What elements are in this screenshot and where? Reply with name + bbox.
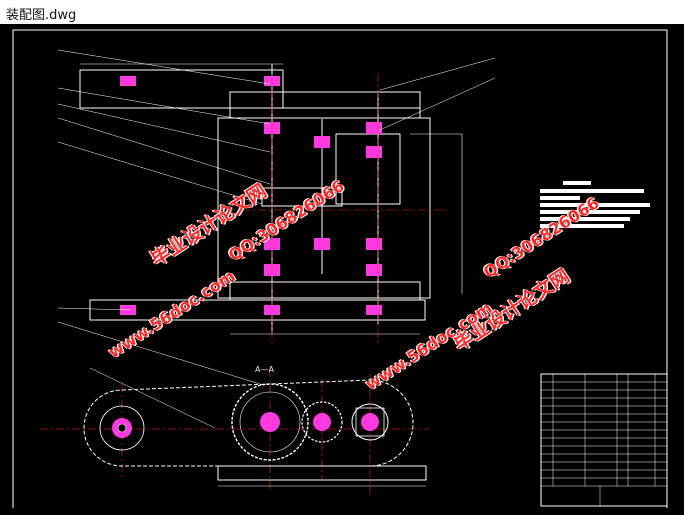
title-bar: 装配图.dwg xyxy=(0,0,684,25)
section-view-label: A—A xyxy=(255,365,274,374)
window-title: 装配图.dwg xyxy=(6,8,77,23)
parts-list-title-block xyxy=(540,373,668,507)
assembly-drawing[interactable]: A—A xyxy=(0,24,684,515)
drawing-canvas[interactable]: A—A xyxy=(0,24,684,515)
status-strip xyxy=(0,508,684,515)
technical-requirements xyxy=(540,181,650,228)
